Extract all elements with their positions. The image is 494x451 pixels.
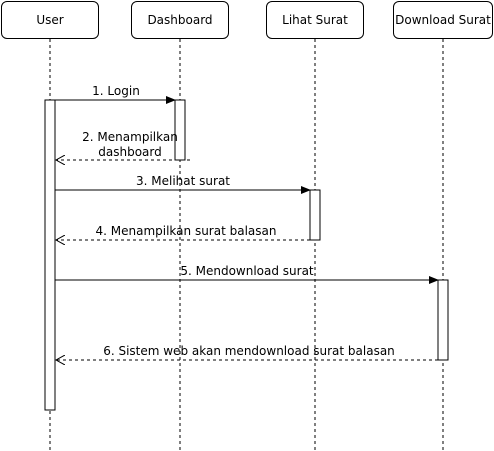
participant-dashboard: Dashboard	[131, 1, 229, 39]
message-2-label-line-2: dashboard	[98, 145, 161, 159]
participant-lihat-surat: Lihat Surat	[266, 1, 364, 39]
message-2-label-line-1: 2. Menampilkan	[82, 130, 178, 144]
activation-download-surat	[437, 279, 449, 361]
participant-download-surat: Download Surat	[393, 1, 493, 39]
activation-user	[44, 99, 56, 411]
message-3-label: 3. Melihat surat	[136, 174, 230, 188]
message-1-label: 1. Login	[92, 84, 140, 98]
participant-dashboard-label: Dashboard	[147, 13, 213, 27]
activation-lihat-surat	[309, 189, 321, 241]
message-5-label: 5. Mendownload surat	[180, 264, 314, 278]
message-6-label: 6. Sistem web akan mendownload surat bal…	[103, 344, 395, 358]
activation-dashboard	[174, 99, 186, 161]
participant-lihat-surat-label: Lihat Surat	[282, 13, 348, 27]
message-4-label: 4. Menampilkan surat balasan	[96, 224, 277, 238]
participant-user-label: User	[36, 13, 64, 27]
participant-user: User	[1, 1, 99, 39]
participant-download-surat-label: Download Surat	[395, 13, 491, 27]
